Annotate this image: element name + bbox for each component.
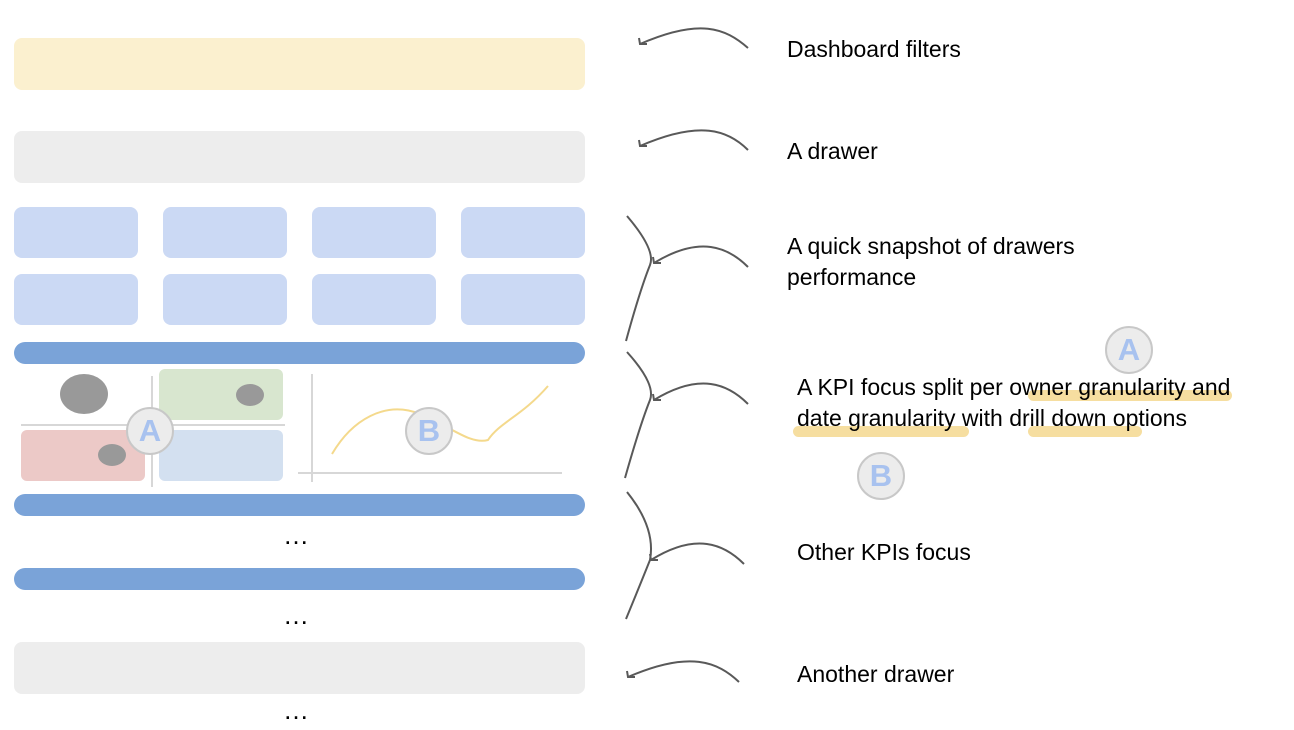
badge-a: A [1105,326,1153,374]
kpi-divider-bar [14,342,585,364]
label-snapshot-line1: A quick snapshot of drawers [787,233,1075,259]
label-other-kpis: Other KPIs focus [797,539,971,565]
drawer-block [14,131,585,183]
kpi-text: and [1185,374,1231,400]
kpi-divider-bar [14,568,585,590]
label-kpi-focus: A KPI focus split per owner granularity … [797,372,1230,434]
highlight-date-granularity [793,426,969,437]
kpi-text-date-granularity: date granularity [797,405,956,431]
label-kpi-line2: date granularity with drill down options [797,403,1230,434]
label-another-drawer: Another drawer [797,661,955,687]
snapshot-tile [163,274,287,325]
quadrant-chart [21,369,285,487]
arrow-drawer [639,129,749,151]
brace-other-kpis [625,491,652,620]
kpi-text-owner-granularity: owner granularity [1009,374,1186,400]
label-kpi-line1: A KPI focus split per owner granularity … [797,372,1230,403]
snapshot-tile [14,207,138,258]
highlight-drill-down [1028,426,1142,437]
line-chart-series [331,385,549,455]
arrows [624,27,749,683]
dashboard-filters-block [14,38,585,90]
kpi-divider-bar [14,494,585,516]
quadrant-green [159,369,283,420]
badge-b: B [405,407,453,455]
kpi-text: with [955,405,1010,431]
kpi-text: A KPI focus split per [797,374,1010,400]
brace-snapshot [625,215,652,342]
arrow-kpi [653,382,749,405]
ellipsis: … [283,695,311,725]
arrow-filters [639,27,749,49]
bubble-red [98,444,126,466]
label-snapshot: A quick snapshot of drawers performance [787,231,1075,293]
snapshot-tile [163,207,287,258]
kpi-text-drill-down: drill down [1009,405,1107,431]
arrow-snapshot [653,245,749,268]
quadrant-red [21,430,145,481]
line-chart [298,374,562,482]
label-drawer: A drawer [787,138,878,164]
snapshot-tile [461,274,585,325]
bubble-green [236,384,264,406]
snapshot-tile [14,274,138,325]
arrow-other-kpis [650,542,745,565]
badge-a: A [126,407,174,455]
another-drawer-block [14,642,585,694]
bubble-large [60,374,108,414]
snapshot-tile [461,207,585,258]
ellipsis: … [283,600,311,630]
snapshot-tile [312,274,436,325]
quadrant-blue [159,430,283,481]
kpi-text: options [1106,405,1187,431]
label-dashboard-filters: Dashboard filters [787,36,961,62]
snapshot-tile [312,207,436,258]
brace-kpi [624,351,652,479]
label-snapshot-line2: performance [787,264,917,290]
arrow-another-drawer [627,660,740,683]
highlight-owner-granularity [1028,390,1232,401]
ellipsis: … [283,520,311,550]
badge-b: B [857,452,905,500]
